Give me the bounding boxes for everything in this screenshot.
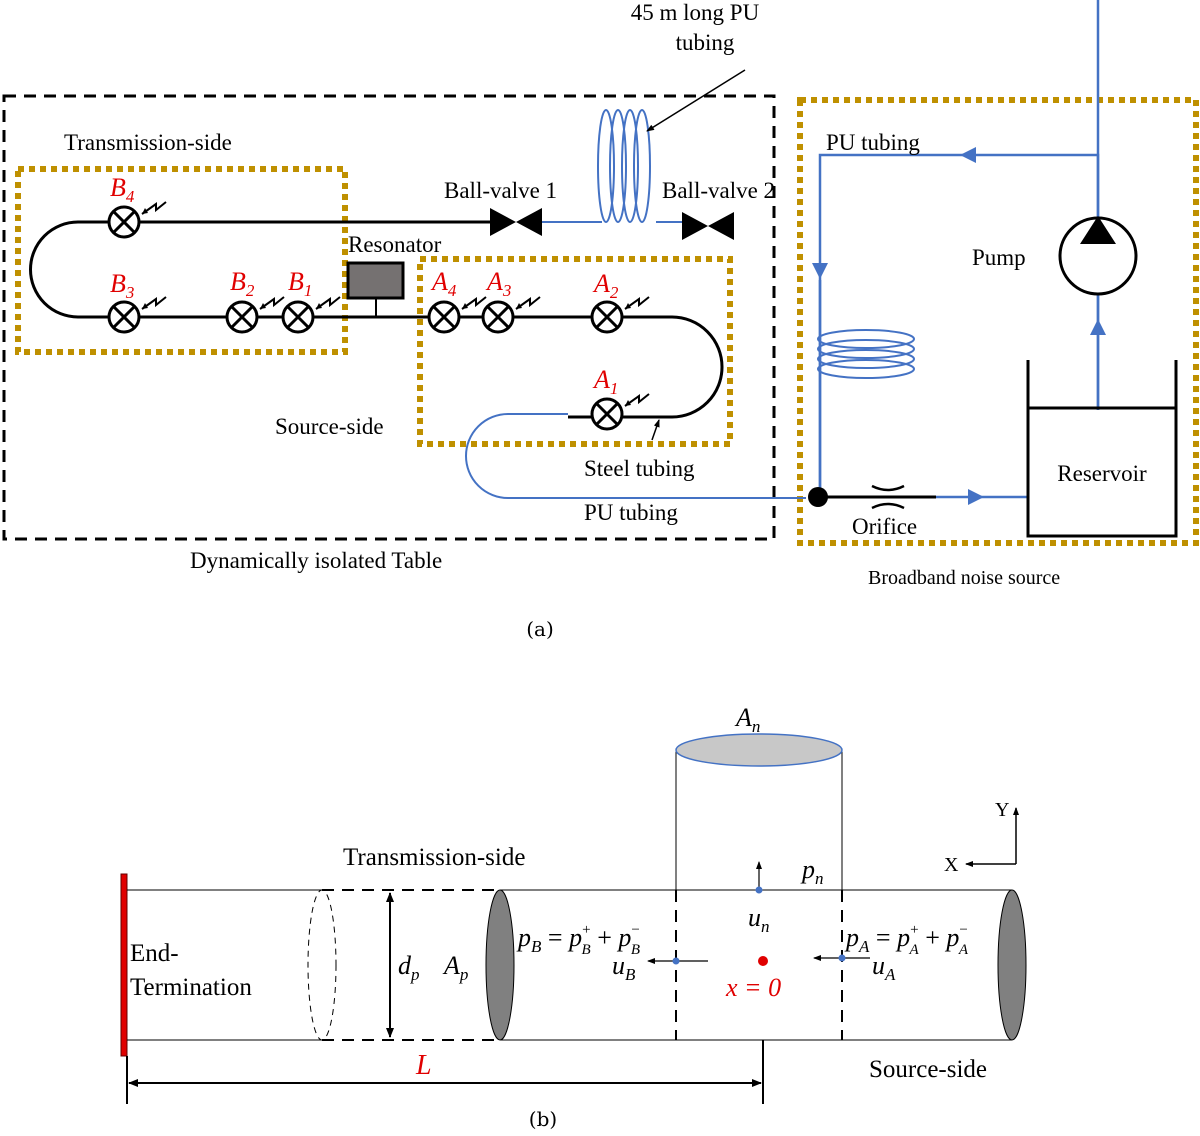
source-side-box xyxy=(417,256,733,447)
noise-coil xyxy=(817,329,915,379)
label-pb-equation: pB = p+B + p−B xyxy=(516,922,640,958)
reservoir xyxy=(1026,360,1178,538)
pu-tubing-right-label: PU tubing xyxy=(826,130,920,155)
axis-x-label: X xyxy=(944,854,959,876)
source-side-label-b: Source-side xyxy=(869,1056,987,1083)
label-b4: B4 xyxy=(110,173,135,206)
source-side-label: Source-side xyxy=(275,414,384,439)
steel-tubing-pointer xyxy=(651,419,660,441)
label-un: un xyxy=(748,903,770,936)
coil-45m xyxy=(597,109,651,223)
origin-dot xyxy=(758,956,768,966)
label-an: An xyxy=(734,703,760,736)
sensor-a2 xyxy=(590,296,650,334)
branch-top xyxy=(675,733,843,767)
pump-label: Pump xyxy=(972,245,1026,270)
steel-pipe-mid xyxy=(345,315,724,419)
label-dp: dp xyxy=(398,951,420,984)
label-a2: A2 xyxy=(592,269,619,302)
sensor-b4 xyxy=(107,201,167,239)
resonator-box xyxy=(346,261,405,300)
orifice xyxy=(871,484,905,510)
label-a3: A3 xyxy=(485,267,511,300)
xy-axes xyxy=(965,807,1019,867)
pu-tubing-bottom-line xyxy=(465,413,806,499)
table-boundary xyxy=(2,94,776,541)
pipe-right-end xyxy=(997,889,1027,1041)
tubing-45m-label-2: tubing xyxy=(676,30,735,55)
label-a1: A1 xyxy=(592,365,618,398)
axis-y-label: Y xyxy=(995,799,1009,821)
junction-dot xyxy=(808,487,828,507)
transmission-side-label: Transmission-side xyxy=(64,130,232,155)
table-label: Dynamically isolated Table xyxy=(190,548,442,573)
noise-source-label: Broadband noise source xyxy=(868,567,1060,589)
panel-a: B4 B3 B2 B1 A4 A3 A2 A1 xyxy=(2,0,1199,641)
reservoir-label: Reservoir xyxy=(1057,461,1147,486)
label-l: L xyxy=(415,1050,432,1081)
ball-valve-1 xyxy=(490,208,542,236)
label-pn: pn xyxy=(800,855,824,888)
label-ua: uA xyxy=(872,951,896,984)
ball-valve-2 xyxy=(682,212,734,240)
ball-valve-2-label: Ball-valve 2 xyxy=(662,178,775,203)
sensor-a3 xyxy=(481,296,541,334)
ball-valve-1-label: Ball-valve 1 xyxy=(444,178,557,203)
label-ub: uB xyxy=(612,951,636,984)
label-a4: A4 xyxy=(430,267,457,300)
sensor-b2 xyxy=(225,296,285,334)
sensor-a1 xyxy=(590,393,650,431)
sensor-b3 xyxy=(107,296,167,334)
un-arrow xyxy=(755,861,763,894)
coil-pointer xyxy=(646,69,746,132)
caption-b: (b) xyxy=(529,1107,557,1131)
label-pa-equation: pA = p+A + p−A xyxy=(844,922,969,958)
label-ap: Ap xyxy=(442,951,468,984)
steel-tubing-label: Steel tubing xyxy=(584,456,695,481)
panel-b: An pn un dp Ap uB uA pB = p+B + p−B pA =… xyxy=(120,703,1027,1131)
label-b3: B3 xyxy=(110,269,134,302)
label-b2: B2 xyxy=(230,267,255,300)
pipe-left-end xyxy=(485,889,515,1041)
dashed-cross-section xyxy=(307,889,337,1041)
caption-a: (a) xyxy=(526,617,554,641)
tubing-45m-label: 45 m long PU xyxy=(631,0,760,25)
end-termination-plate xyxy=(120,873,128,1057)
transmission-side-label-b: Transmission-side xyxy=(343,844,525,871)
pump xyxy=(1058,216,1138,296)
flow-arrows xyxy=(812,147,1106,505)
noise-source-box xyxy=(797,97,1199,546)
transmission-side-box xyxy=(15,166,348,355)
resonator-label: Resonator xyxy=(348,232,442,257)
orifice-label: Orifice xyxy=(852,514,917,539)
ub-arrow xyxy=(647,957,708,965)
end-termination-label-2: Termination xyxy=(130,974,252,1001)
end-termination-label: End- xyxy=(130,940,179,967)
label-b1: B1 xyxy=(288,267,312,300)
sensor-a4 xyxy=(427,296,487,334)
pu-tubing-bottom-label: PU tubing xyxy=(584,500,678,525)
ua-arrow xyxy=(813,954,870,962)
sensor-b1 xyxy=(281,296,341,334)
steel-pipe-top xyxy=(29,220,490,319)
noise-loop xyxy=(818,0,1100,499)
label-x0: x = 0 xyxy=(725,973,781,1002)
